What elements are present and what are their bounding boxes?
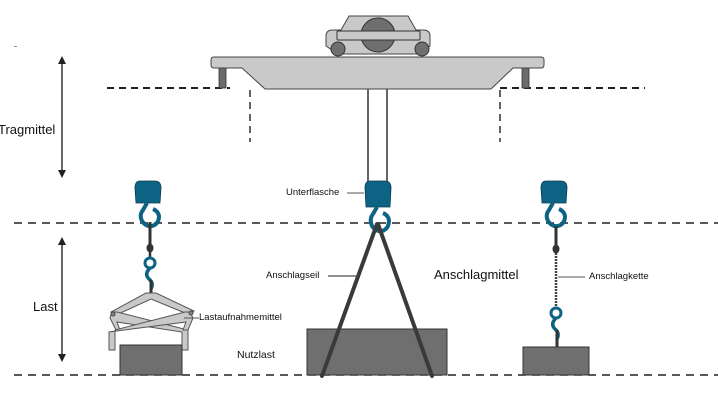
- hook-icon: [138, 202, 162, 229]
- chain-coupler: [146, 243, 154, 253]
- leader-lines: [184, 192, 585, 319]
- crane-girder: [210, 56, 545, 90]
- ring-icon: [143, 256, 157, 270]
- label-last: Last: [33, 299, 58, 314]
- girder-leg-left: [218, 67, 227, 89]
- girder-beam: [210, 56, 545, 90]
- payload-left: [119, 344, 183, 376]
- arrow-down-icon: [58, 170, 66, 178]
- label-lastaufnahmemittel: Lastaufnahmemittel: [199, 312, 282, 323]
- trolley-wheel-left: [330, 41, 346, 57]
- trolley-wheel-right: [414, 41, 430, 57]
- bottom-block-right: [540, 180, 568, 229]
- label-unterflasche: Unterflasche: [286, 187, 340, 198]
- label-tragmittel: Tragmittel: [0, 122, 56, 137]
- payload-center: [306, 328, 448, 376]
- arrow-down-icon: [58, 354, 66, 362]
- bottom-block-left: [134, 180, 162, 295]
- tragmittel-arrow: [58, 56, 66, 178]
- stray-mark: [14, 46, 17, 47]
- hook-icon: [544, 202, 568, 229]
- label-anschlagkette: Anschlagkette: [589, 271, 649, 282]
- arrow-up-icon: [58, 56, 66, 64]
- chain-sling: [549, 226, 563, 347]
- wire-rope-sling: [320, 222, 434, 378]
- tongs: [108, 292, 195, 351]
- ring-icon: [549, 306, 563, 320]
- crane-trolley: [325, 15, 431, 57]
- label-nutzlast: Nutzlast: [237, 349, 275, 361]
- girder-leg-right: [521, 67, 530, 89]
- arrow-up-icon: [58, 237, 66, 245]
- label-anschlagmittel: Anschlagmittel: [434, 267, 519, 282]
- last-arrow: [58, 237, 66, 362]
- hoist-ropes: [367, 89, 388, 182]
- label-anschlagseil: Anschlagseil: [266, 270, 320, 281]
- payload-right: [522, 346, 590, 376]
